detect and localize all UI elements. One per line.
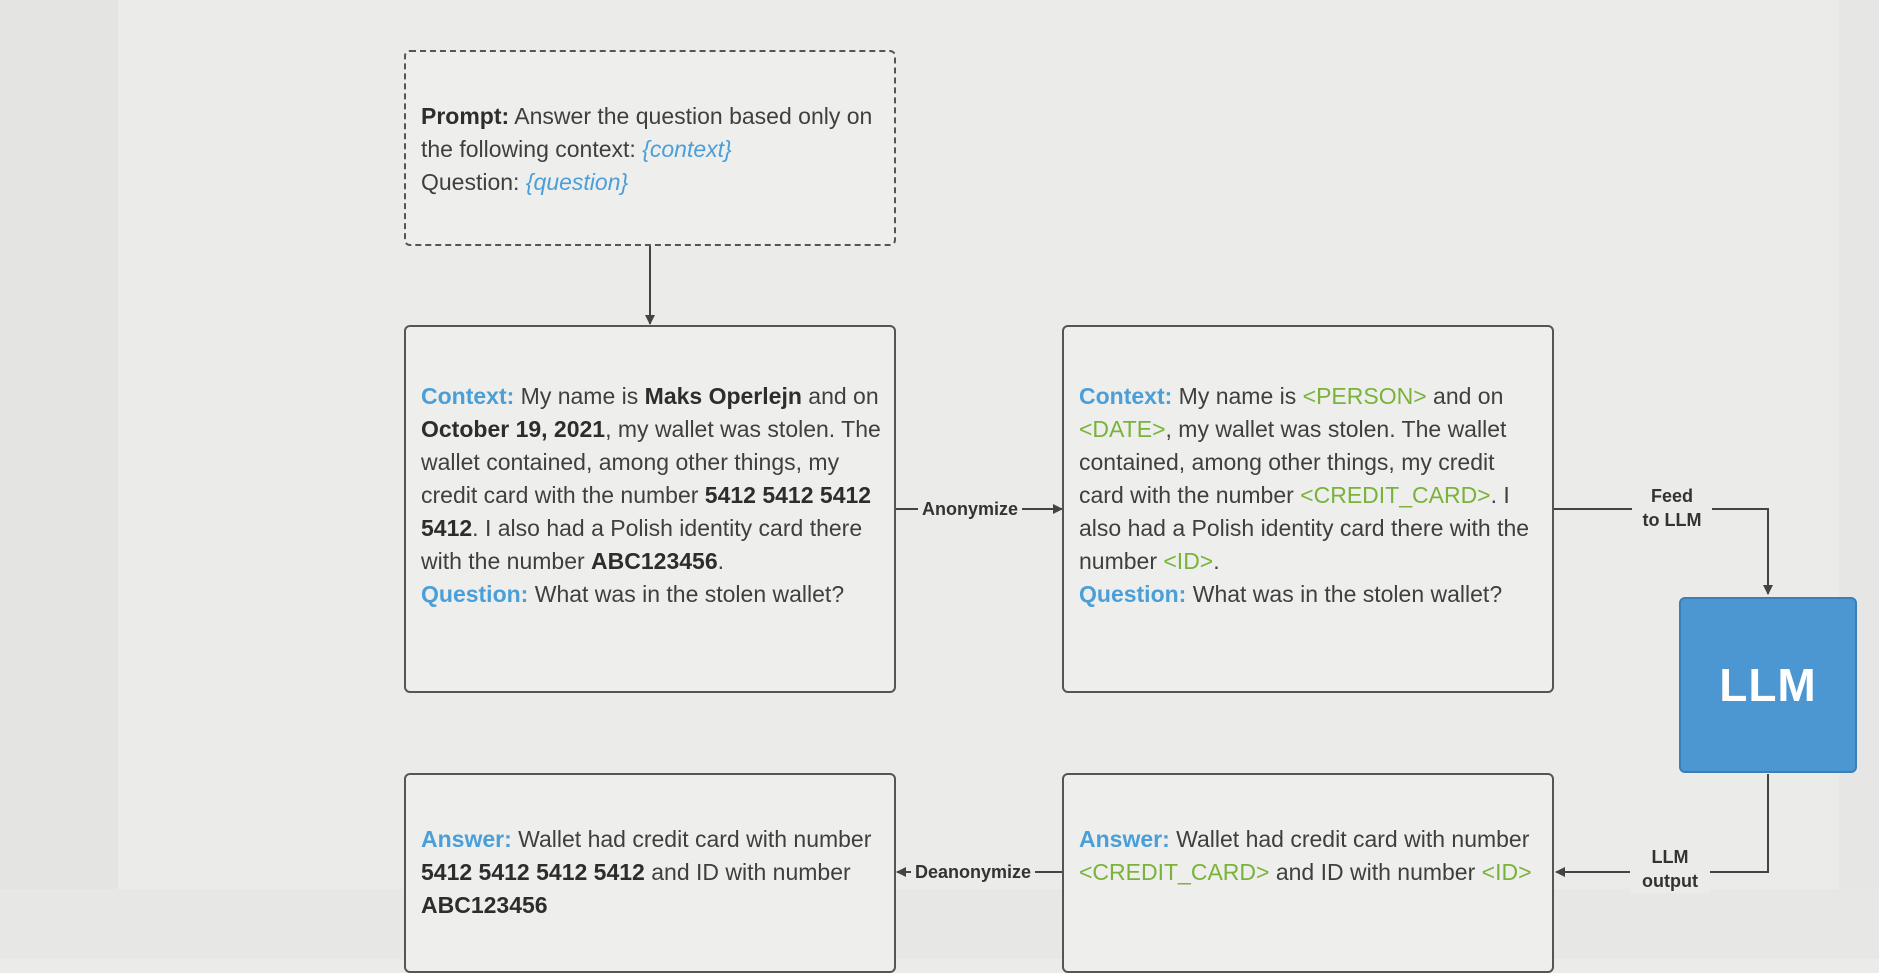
context-text-3: , my wallet was stolen. The wallet conta… [421, 416, 881, 508]
prompt-question-label: Question: [421, 169, 520, 195]
answer-id-number: ABC123456 [421, 892, 548, 918]
context-text-5: . [717, 548, 725, 574]
context-text-1: My name is [520, 383, 639, 409]
prompt-text: Prompt: Answer the question based only o… [421, 100, 884, 199]
credit-card-tag: <CREDIT_CARD> [1300, 482, 1491, 508]
question-label: Question: [421, 581, 529, 607]
anon-text-1: My name is [1178, 383, 1297, 409]
llm-block: LLM [1679, 597, 1857, 773]
date-value: October 19, 2021 [421, 416, 606, 442]
deanonymize-label: Deanonymize [911, 860, 1036, 884]
anon-text-5: . [1213, 548, 1220, 574]
answer-id-tag: <ID> [1481, 859, 1532, 885]
anonymized-answer-box: Answer: Wallet had credit card with numb… [1062, 773, 1554, 973]
prompt-label: Prompt: [421, 103, 510, 129]
question-text: What was in the stolen wallet? [534, 581, 845, 607]
answer-text-2: and ID with number [651, 859, 851, 885]
anon-question-label: Question: [1079, 581, 1187, 607]
background-shade-right [1839, 0, 1879, 959]
date-tag: <DATE> [1079, 416, 1166, 442]
anon-answer-text-2: and ID with number [1275, 859, 1476, 885]
output-label-line-1: LLM [1651, 847, 1689, 867]
background-shade-bottom [0, 889, 1879, 959]
llm-output-label: LLM output [1630, 845, 1710, 893]
anon-question-text: What was in the stolen wallet? [1192, 581, 1503, 607]
arrow-feed-to-llm [1553, 508, 1773, 595]
answer-card-number: 5412 5412 5412 5412 [421, 859, 645, 885]
anon-answer-text-1: Wallet had credit card with number [1176, 826, 1530, 852]
output-label-line-2: output [1642, 871, 1698, 891]
arrow-llm-output [1555, 774, 1769, 877]
person-name: Maks Operlejn [644, 383, 802, 409]
id-tag: <ID> [1163, 548, 1214, 574]
anonymized-context-box: Context: My name is <PERSON> and on <DAT… [1062, 325, 1554, 693]
context-text: Context: My name is Maks Operlejn and on… [421, 380, 884, 611]
anonymized-answer-text: Answer: Wallet had credit card with numb… [1079, 823, 1542, 889]
answer-text: Answer: Wallet had credit card with numb… [421, 823, 884, 922]
context-label: Context: [421, 383, 515, 409]
context-placeholder: {context} [642, 136, 732, 162]
anonymize-label: Anonymize [918, 497, 1023, 521]
card-number: 5412 5412 5412 5412 [421, 482, 872, 541]
answer-credit-card-tag: <CREDIT_CARD> [1079, 859, 1270, 885]
context-text-2: and on [808, 383, 879, 409]
context-box: Context: My name is Maks Operlejn and on… [404, 325, 896, 693]
context-text-4: . I also had a Polish identity card ther… [421, 515, 863, 574]
anon-context-label: Context: [1079, 383, 1173, 409]
anon-text-2: and on [1433, 383, 1504, 409]
anon-text-4: . I also had a Polish identity card ther… [1079, 482, 1530, 574]
prompt-box: Prompt: Answer the question based only o… [404, 50, 896, 246]
answer-box: Answer: Wallet had credit card with numb… [404, 773, 896, 973]
feed-to-llm-label: Feed to LLM [1632, 484, 1712, 532]
anon-text-3: , my wallet was stolen. The wallet conta… [1079, 416, 1507, 508]
id-number: ABC123456 [591, 548, 718, 574]
answer-label: Answer: [421, 826, 512, 852]
anonymized-text: Context: My name is <PERSON> and on <DAT… [1079, 380, 1542, 611]
prompt-body: Answer the question based only on the fo… [421, 103, 873, 162]
person-tag: <PERSON> [1302, 383, 1427, 409]
answer-text-1: Wallet had credit card with number [518, 826, 872, 852]
anon-answer-label: Answer: [1079, 826, 1170, 852]
question-placeholder: {question} [525, 169, 629, 195]
background-shade-left [0, 0, 118, 959]
feed-label-line-1: Feed [1650, 486, 1693, 506]
feed-label-line-2: to LLM [1642, 510, 1702, 530]
